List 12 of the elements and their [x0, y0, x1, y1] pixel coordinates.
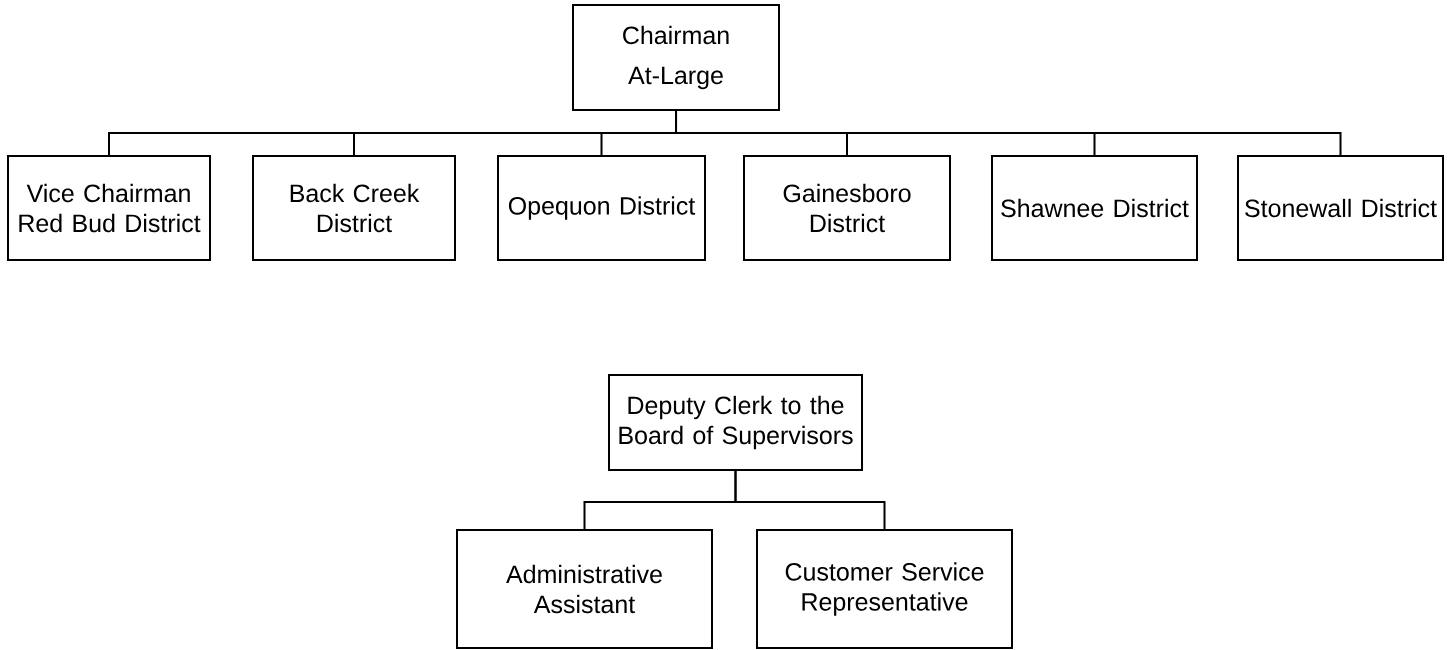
position-box: Customer Service Representative	[756, 529, 1013, 649]
connector-line	[734, 470, 886, 530]
position-box: Shawnee District	[991, 155, 1198, 261]
position-box: Gainesboro District	[743, 155, 951, 261]
position-box: Stonewall District	[1237, 155, 1444, 261]
position-box: Opequon District	[497, 155, 706, 261]
position-box: Vice Chairman Red Bud District	[7, 155, 211, 261]
connector-line	[675, 110, 1342, 156]
position-box: Deputy Clerk to the Board of Supervisors	[608, 374, 863, 471]
position-box: Administrative Assistant	[456, 529, 713, 649]
position-box: Chairman At-Large	[572, 4, 780, 111]
position-box: Back Creek District	[252, 155, 456, 261]
